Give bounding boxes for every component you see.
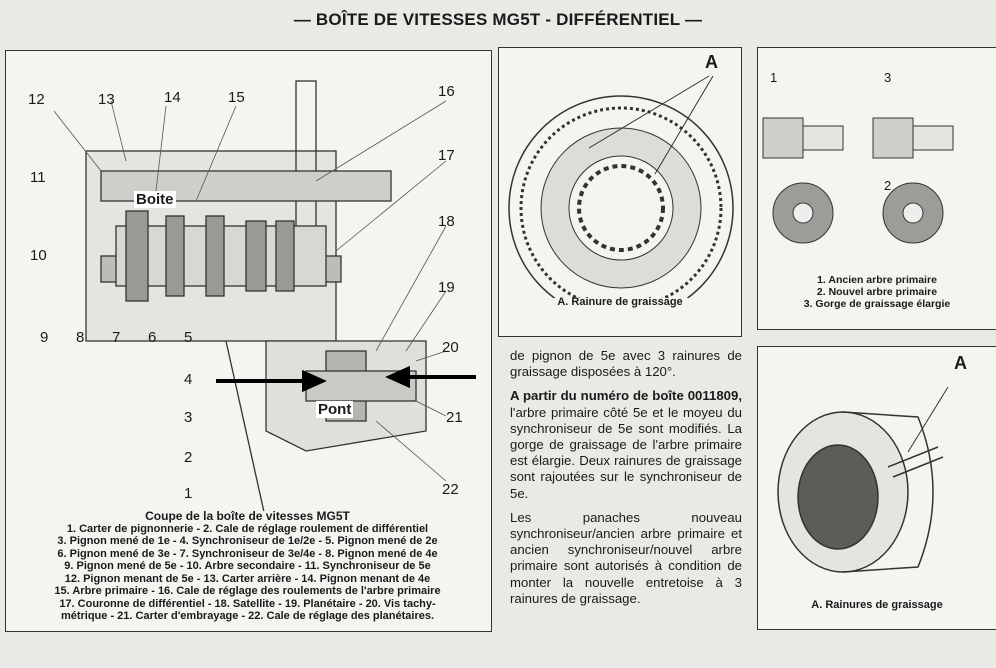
caption-line: métrique - 21. Carter d'embrayage - 22. …	[60, 610, 435, 622]
callout-2: 2	[184, 449, 193, 466]
synchro-drawing	[508, 75, 734, 298]
gearbox-section-panel: 12 13 14 15 16 17 11 18 10 19 9 8 7 6 5 …	[5, 50, 492, 632]
callout-3: 3	[184, 409, 193, 426]
hub-drawing	[777, 386, 949, 573]
callout-18: 18	[438, 213, 455, 230]
callout-8: 8	[76, 329, 85, 346]
body-text: de pignon de 5e avec 3 rainures de grais…	[510, 348, 742, 615]
callout-3: 3	[884, 70, 892, 85]
callout-14: 14	[164, 89, 181, 106]
callout-19: 19	[438, 279, 455, 296]
callout-22: 22	[442, 481, 459, 498]
callout-16: 16	[438, 83, 455, 100]
callout-20: 20	[442, 339, 459, 356]
synchro-figure-panel: A A. Rainure de graissage	[498, 47, 742, 337]
shaft-legend: 1. Ancien arbre primaire 2. Nouvel arbre…	[758, 274, 996, 310]
legend-item: 3. Gorge de graissage élargie	[803, 298, 951, 310]
callout-11: 11	[30, 169, 46, 186]
caption-line: 6. Pignon mené de 3e - 7. Synchroniseur …	[57, 547, 438, 560]
caption-line: 17. Couronne de différentiel - 18. Satel…	[59, 597, 436, 610]
annotation-pont: Pont	[316, 401, 354, 418]
page-title: — BOÎTE DE VITESSES MG5T - DIFFÉRENTIEL …	[293, 10, 703, 29]
callout-4: 4	[184, 371, 193, 388]
callout-21: 21	[446, 409, 463, 426]
callout-17: 17	[438, 147, 455, 164]
section-caption: Coupe de la boîte de vitesses MG5T 1. Ca…	[10, 510, 485, 623]
synchro-caption: A. Rainure de graissage	[557, 296, 683, 308]
callout-10: 10	[30, 247, 47, 264]
caption-line: 3. Pignon mené de 1e - 4. Synchroniseur …	[57, 535, 438, 547]
callout-12: 12	[28, 91, 45, 108]
callout-2: 2	[884, 178, 892, 193]
gearbox-section-drawing	[53, 80, 476, 511]
hub-figure-panel: A A. Rainures de graissage	[757, 346, 996, 630]
paragraph: A partir du numéro de boîte 0011809, l'a…	[510, 388, 742, 501]
paragraph: Les panaches nouveau synchroniseur/ancie…	[510, 509, 742, 606]
callout-9: 9	[40, 329, 49, 346]
shaft-figure-panel: 1 2 3 1. Ancien arbre primaire 2. Nouvel…	[757, 47, 996, 330]
caption-line: 12. Pignon menant de 5e - 13. Carter arr…	[64, 572, 431, 585]
callout-1: 1	[184, 485, 193, 502]
callout-13: 13	[98, 91, 115, 108]
caption-line: 15. Arbre primaire - 16. Cale de réglage…	[54, 585, 441, 597]
shaft-drawing	[762, 117, 954, 244]
callout-6: 6	[148, 329, 157, 346]
callout-5: 5	[184, 329, 193, 346]
legend-item: 1. Ancien arbre primaire	[817, 274, 937, 286]
paragraph-lead: A partir du numéro de boîte 0011809,	[510, 388, 742, 404]
hub-caption: A. Rainures de graissage	[811, 599, 943, 611]
legend-item: 2. Nouvel arbre primaire	[816, 286, 938, 298]
callout-7: 7	[112, 329, 121, 346]
annotation-boite: Boite	[134, 191, 176, 208]
callout-a: A	[705, 52, 718, 72]
caption-title: Coupe de la boîte de vitesses MG5T	[145, 509, 350, 523]
caption-line: 9. Pignon mené de 5e - 10. Arbre seconda…	[64, 560, 431, 572]
caption-line: 1. Carter de pignonnerie - 2. Cale de ré…	[66, 522, 429, 535]
paragraph: de pignon de 5e avec 3 rainures de grais…	[510, 348, 742, 380]
paragraph-body: l'arbre primaire côté 5e et le moyeu du …	[510, 404, 742, 501]
callout-1: 1	[770, 70, 778, 85]
callout-15: 15	[228, 89, 245, 106]
callout-a: A	[954, 353, 967, 373]
